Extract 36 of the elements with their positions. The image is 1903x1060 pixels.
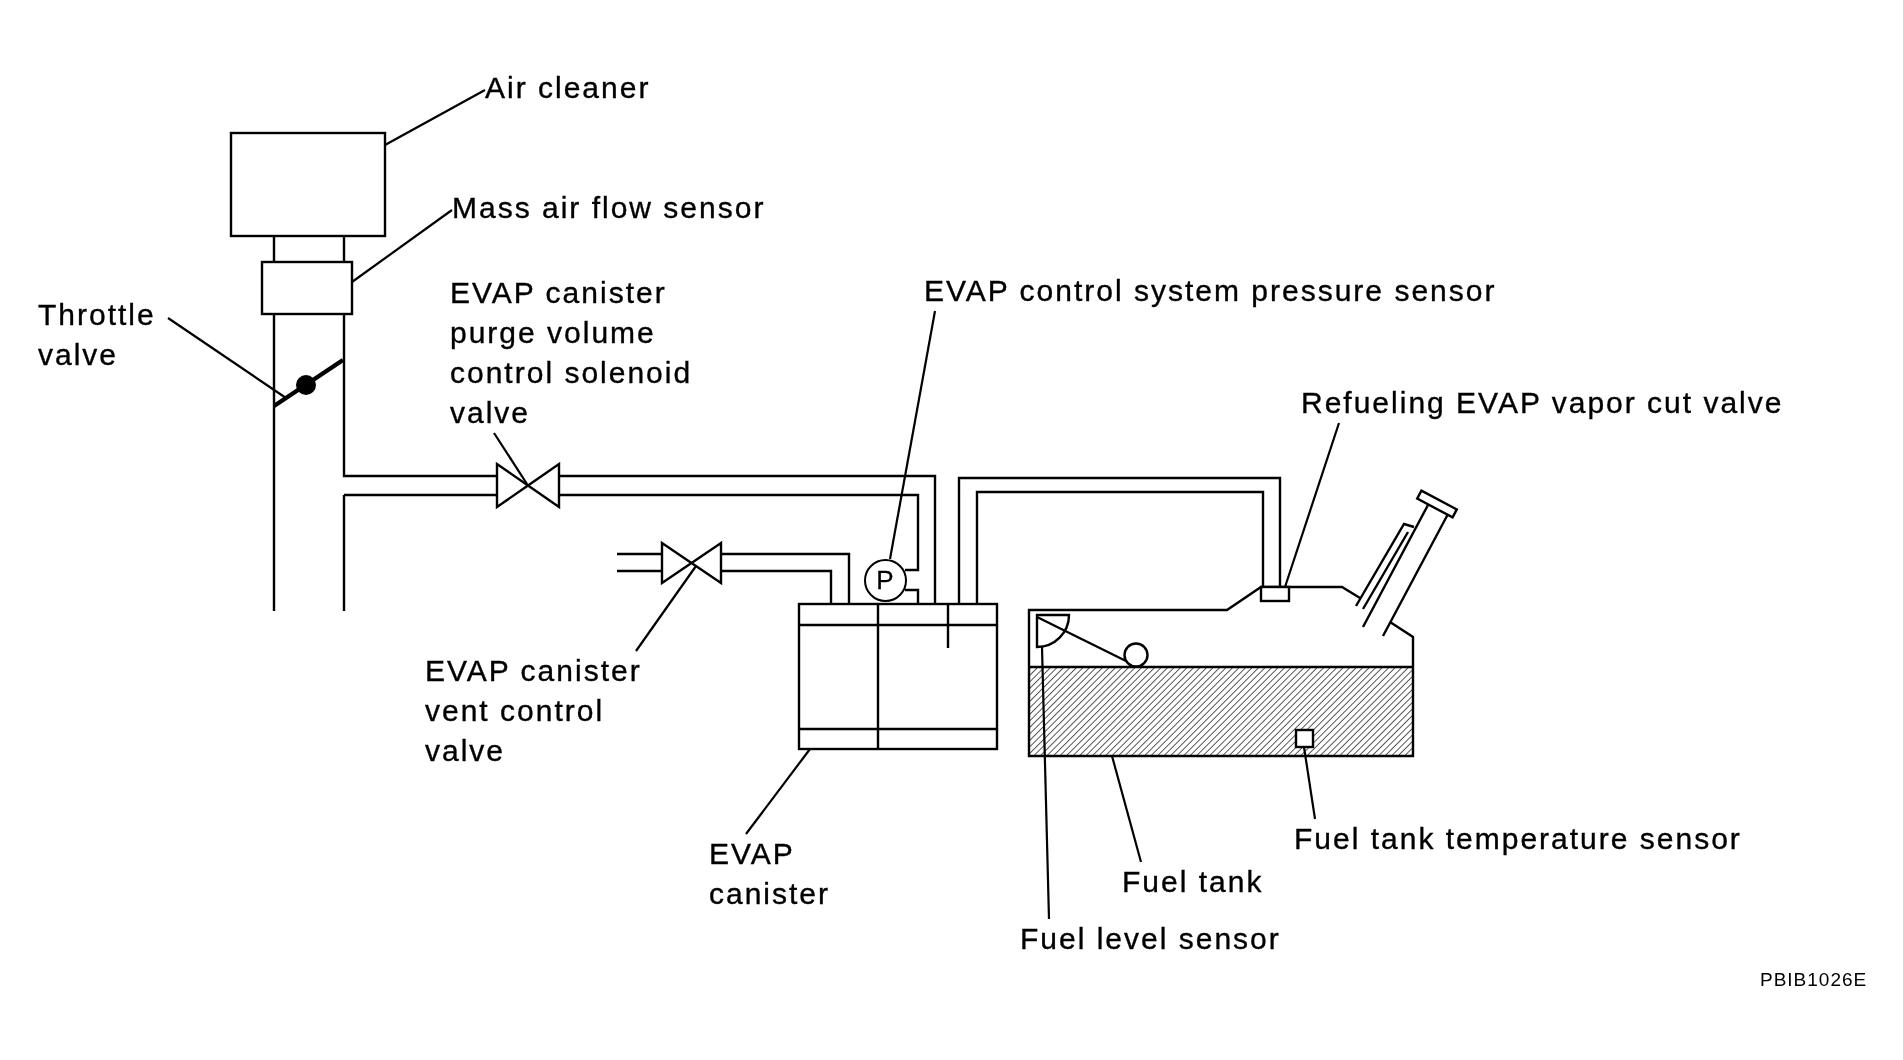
air-cleaner-housing <box>229 131 387 238</box>
leader-line <box>351 209 453 283</box>
leader-line <box>384 89 486 146</box>
part-label: Air cleaner <box>485 68 651 108</box>
duct <box>272 234 346 264</box>
leader-line <box>1302 746 1317 820</box>
part-label: EVAP canister <box>709 834 869 914</box>
leader-line <box>635 565 697 652</box>
hose <box>615 552 664 573</box>
hose <box>559 493 920 572</box>
part-label: Fuel tank <box>1122 862 1264 902</box>
hose <box>719 552 851 606</box>
leader-line <box>493 432 528 485</box>
part-label: Refueling EVAP vapor cut valve <box>1301 383 1784 423</box>
hose <box>905 588 920 604</box>
hose <box>559 474 937 604</box>
pressure-sensor-symbol: P <box>863 558 907 602</box>
intake-duct <box>272 312 346 613</box>
air-flow-sensor <box>260 260 354 316</box>
hose <box>342 312 499 497</box>
part-label: Fuel level sensor <box>1020 919 1281 959</box>
part-label: Throttle valve <box>38 295 168 375</box>
part-label: EVAP canister vent control valve <box>425 651 665 771</box>
part-label: EVAP control system pressure sensor <box>924 271 1497 311</box>
part-label: EVAP canister purge volume control solenoid valve <box>450 273 705 433</box>
leader-line <box>1110 755 1143 863</box>
leader-line <box>745 748 811 835</box>
leader-line <box>167 317 287 399</box>
part-label: Mass air flow sensor <box>452 188 766 228</box>
leader-line <box>888 310 937 560</box>
part-label: Fuel tank temperature sensor <box>1294 819 1742 859</box>
valve-symbol <box>660 540 723 586</box>
canister <box>797 602 999 751</box>
figure-code: PBIB1026E <box>1760 968 1868 992</box>
throttle-plate <box>272 358 345 408</box>
valve-symbol <box>495 461 561 510</box>
